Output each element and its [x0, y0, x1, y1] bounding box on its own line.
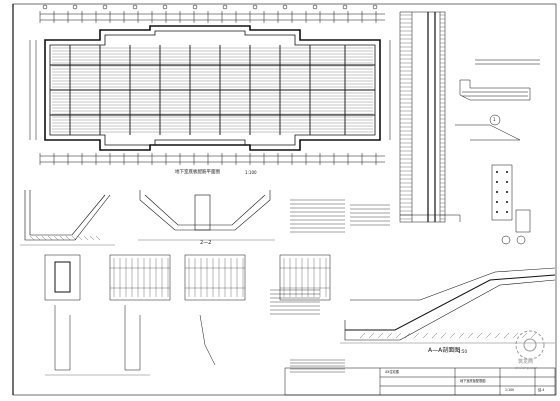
detail-mark-1: 1 — [493, 117, 496, 122]
title-sheet-no: 结-4 — [538, 388, 545, 392]
logo-url: zhulong.com — [515, 366, 538, 370]
bottom-details — [44, 254, 331, 376]
plan-title: 地下室底板配筋平面图 — [175, 170, 220, 175]
trench-sections — [20, 190, 275, 246]
foundation-plan — [29, 4, 391, 165]
column-detail — [491, 164, 531, 245]
sheet-border — [12, 3, 557, 396]
title-block — [284, 367, 556, 396]
plan-scale: 1:100 — [245, 170, 257, 175]
section-aa-scale: 1:50 — [458, 349, 467, 354]
section-mark-2-2: 2—2 — [200, 240, 212, 246]
title-project: XX住宅楼 — [385, 370, 399, 374]
detail-callout-1 — [489, 114, 501, 126]
title-scale: 1:100 — [505, 388, 515, 392]
logo-brand: 筑龙网 — [518, 359, 534, 365]
wall-section-detail — [399, 11, 461, 223]
zhulong-logo — [515, 330, 545, 360]
ramp-section-aa — [340, 267, 556, 344]
title-sheet: 地下室底板配筋图 — [460, 379, 486, 383]
ramp-edge-detail — [455, 59, 540, 141]
section-aa-title: A—A剖面图 — [428, 347, 461, 354]
